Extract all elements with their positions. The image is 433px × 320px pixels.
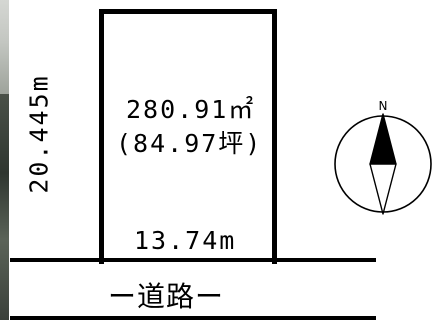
road-label: ー道路ー: [108, 280, 225, 313]
compass-icon: N: [334, 99, 432, 215]
frontage-dimension: 13.74m: [134, 226, 237, 255]
lot-outline: [99, 9, 277, 264]
north-label: N: [379, 99, 388, 113]
road-far-line: [10, 316, 376, 320]
photo-edge-top: [0, 0, 9, 94]
south-arrow-tail: [369, 163, 397, 215]
area-tsubo: (84.97坪): [116, 129, 263, 158]
photo-edge-bottom: [0, 94, 9, 320]
road-edge-line: [10, 258, 376, 262]
depth-dimension: 20.445m: [24, 74, 54, 194]
north-arrow-head: [369, 113, 397, 165]
area-square-meters: 280.91㎡: [126, 95, 256, 124]
